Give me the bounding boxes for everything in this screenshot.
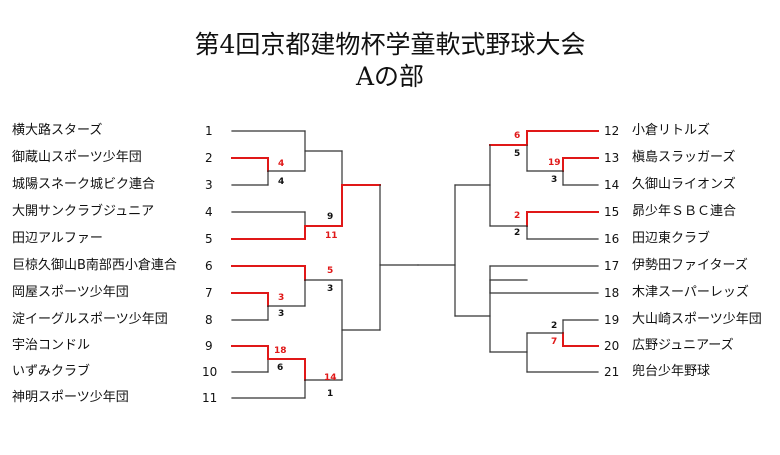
team-name: 広野ジュニアーズ (632, 338, 734, 353)
score-winner: 2 (514, 211, 521, 221)
score-loser: 5 (514, 149, 521, 159)
score-winner: 11 (325, 231, 338, 241)
seed-number: 18 (604, 286, 620, 300)
seed-number: 16 (604, 232, 620, 246)
seed-number: 9 (205, 339, 213, 353)
seed-number: 14 (604, 178, 620, 192)
score-loser: 4 (278, 177, 285, 187)
score-winner: 18 (274, 346, 287, 356)
score-winner: 4 (278, 159, 285, 169)
seed-number: 15 (604, 205, 620, 219)
score-winner: 19 (548, 158, 561, 168)
score-loser: 9 (327, 212, 334, 222)
seed-number: 12 (604, 124, 620, 138)
seed-number: 3 (205, 178, 213, 192)
team-name: 小倉リトルズ (632, 123, 711, 138)
score-winner: 5 (327, 266, 334, 276)
team-name: 宇治コンドル (12, 338, 91, 353)
seed-number: 4 (205, 205, 213, 219)
seed-number: 2 (205, 151, 213, 165)
team-name: 城陽スネーク城ビク連合 (12, 177, 156, 192)
team-name: 田辺東クラブ (632, 231, 711, 246)
team-name: 横大路スターズ (12, 123, 103, 138)
score-winner: 14 (324, 373, 337, 383)
team-name: いずみクラブ (12, 364, 91, 379)
seed-number: 13 (604, 151, 620, 165)
team-name: 大山崎スポーツ少年団 (632, 312, 762, 327)
seed-number: 7 (205, 286, 213, 300)
score-loser: 3 (551, 175, 558, 185)
score-loser: 6 (277, 363, 284, 373)
seed-number: 1 (205, 124, 213, 138)
team-name: 兜台少年野球 (632, 364, 711, 379)
team-name: 巨椋久御山B南部西小倉連合 (12, 258, 177, 273)
division-title: Aの部 (355, 62, 425, 91)
seed-number: 8 (205, 313, 213, 327)
seed-number: 6 (205, 259, 213, 273)
team-name: 昴少年ＳＢＣ連合 (632, 204, 737, 219)
score-winner: 6 (514, 131, 521, 141)
seed-number: 21 (604, 365, 620, 379)
seed-number: 5 (205, 232, 213, 246)
tournament-title: 第4回京都建物杯学童軟式野球大会 (194, 30, 586, 59)
seed-number: 20 (604, 339, 620, 353)
score-loser: 3 (278, 309, 285, 319)
score-loser: 1 (327, 389, 334, 399)
score-winner: 7 (551, 337, 558, 347)
team-name: 伊勢田ファイターズ (632, 258, 748, 273)
team-name: 木津スーパーレッズ (632, 285, 749, 300)
score-loser: 2 (514, 228, 521, 238)
score-winner: 3 (278, 293, 285, 303)
seed-number: 17 (604, 259, 620, 273)
score-loser: 2 (551, 321, 558, 331)
team-name: 槇島スラッガーズ (632, 150, 736, 165)
team-name: 大開サンクラブジュニア (12, 204, 155, 219)
seed-number: 10 (202, 365, 218, 379)
team-name: 御蔵山スポーツ少年団 (12, 150, 142, 165)
score-loser: 3 (327, 284, 334, 294)
team-name: 淀イーグルスポーツ少年団 (12, 312, 168, 327)
team-name: 岡屋スポーツ少年団 (12, 285, 129, 300)
seed-number: 11 (202, 391, 218, 405)
team-name: 神明スポーツ少年団 (12, 390, 129, 405)
team-name: 田辺アルファー (12, 231, 103, 246)
seed-number: 19 (604, 313, 620, 327)
team-name: 久御山ライオンズ (632, 177, 736, 192)
